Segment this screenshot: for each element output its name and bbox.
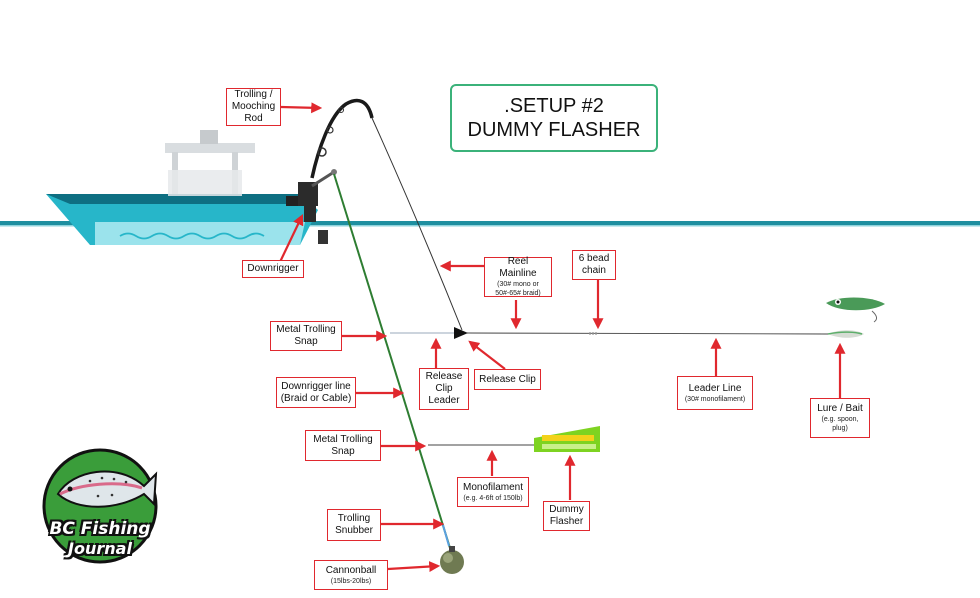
flasher-icon <box>534 426 600 452</box>
label-leader-line-sub: (30# monofilament) <box>684 395 746 403</box>
spoon-icon <box>827 330 864 338</box>
label-reel-mainline-text: Reel Mainline <box>499 256 537 279</box>
label-reel-mainline: Reel Mainline (30# mono or 50#-65# braid… <box>484 256 552 297</box>
label-release-clip: Release Clip <box>474 369 541 390</box>
reel-mainline <box>371 117 463 331</box>
label-bead-chain: 6 bead chain <box>572 250 616 280</box>
label-release-clip-leader: Release Clip Leader <box>419 368 469 410</box>
release-clip-icon <box>454 327 468 339</box>
cannonball-icon <box>440 546 464 574</box>
fish-logo-icon <box>42 448 158 564</box>
label-monofilament: Monofilament (e.g. 4-6ft of 150lb) <box>457 477 529 507</box>
label-downrigger: Downrigger <box>242 260 304 278</box>
logo-text-line2: Journal <box>68 539 132 558</box>
label-downrigger-text: Downrigger <box>247 263 299 274</box>
label-cannonball-text: Cannonball <box>325 564 377 576</box>
label-leader-line-text: Leader Line <box>688 382 742 394</box>
label-downrigger-line-line2: (Braid or Cable) <box>280 392 352 404</box>
label-snubber: Trolling Snubber <box>327 509 381 541</box>
pointer-arrows <box>279 102 846 573</box>
label-dummy-flasher: Dummy Flasher <box>543 501 590 531</box>
downrigger-icon <box>286 169 337 222</box>
setup-title-line1: .SETUP #2 <box>504 95 604 117</box>
label-reel-mainline-sub2: 50#-65# braid) <box>495 290 541 297</box>
label-release-clip-leader-line3: Leader <box>428 395 460 406</box>
label-monofilament-text: Monofilament <box>462 481 524 493</box>
label-dummy-flasher-line1: Dummy <box>549 504 584 515</box>
water-line <box>0 221 980 227</box>
label-dummy-flasher-line2: Flasher <box>549 516 584 527</box>
label-metal-snap-1-line2: Snap <box>294 336 318 347</box>
label-lure-bait-sub1: (e.g. spoon, <box>821 416 859 423</box>
label-bead-chain-line2: chain <box>582 265 606 276</box>
setup-title-line2: DUMMY FLASHER <box>467 119 641 141</box>
label-metal-snap-2-line1: Metal Trolling <box>313 433 373 445</box>
label-cannonball-sub: (15lbs-20lbs) <box>330 577 372 585</box>
label-cannonball: Cannonball (15lbs-20lbs) <box>314 560 388 590</box>
rod-icon <box>310 98 374 179</box>
label-metal-snap-2-line2: Snap <box>331 445 355 457</box>
leader-line <box>465 332 829 335</box>
label-lure-bait-text: Lure / Bait <box>817 403 863 414</box>
label-release-clip-leader-line2: Clip <box>435 383 453 394</box>
label-monofilament-sub: (e.g. 4-6ft of 150lb) <box>463 494 523 502</box>
snubber-line <box>442 524 450 547</box>
logo-text-line1: BC Fishing <box>49 519 151 539</box>
label-metal-snap-1: Metal Trolling Snap <box>270 321 342 351</box>
label-rod-line3: Rod <box>244 113 263 124</box>
label-reel-mainline-sub1: (30# mono or <box>497 281 539 288</box>
label-downrigger-line: Downrigger line (Braid or Cable) <box>276 377 356 408</box>
label-leader-line: Leader Line (30# monofilament) <box>677 376 753 410</box>
label-rod: Trolling / Mooching Rod <box>226 88 281 126</box>
lure-icon <box>826 297 885 323</box>
label-rod-line2: Mooching <box>231 101 276 112</box>
label-metal-snap-2: Metal Trolling Snap <box>305 430 381 461</box>
label-downrigger-line-line1: Downrigger line <box>281 380 351 392</box>
label-release-clip-leader-line1: Release <box>425 371 463 382</box>
bead-chain-icon <box>588 332 598 335</box>
label-snubber-line1: Trolling <box>337 513 371 524</box>
label-bead-chain-line1: 6 bead <box>578 253 610 264</box>
label-snubber-line2: Snubber <box>335 525 373 536</box>
label-lure-bait-sub2: plug) <box>832 425 848 432</box>
boat-icon <box>46 130 328 245</box>
label-release-clip-text: Release Clip <box>479 373 536 385</box>
label-rod-line1: Trolling / <box>234 89 273 100</box>
downrigger-line <box>333 173 451 549</box>
label-metal-snap-1-line1: Metal Trolling <box>276 324 336 335</box>
setup-title: .SETUP #2 DUMMY FLASHER <box>450 84 658 152</box>
label-lure-bait: Lure / Bait (e.g. spoon, plug) <box>810 398 870 438</box>
